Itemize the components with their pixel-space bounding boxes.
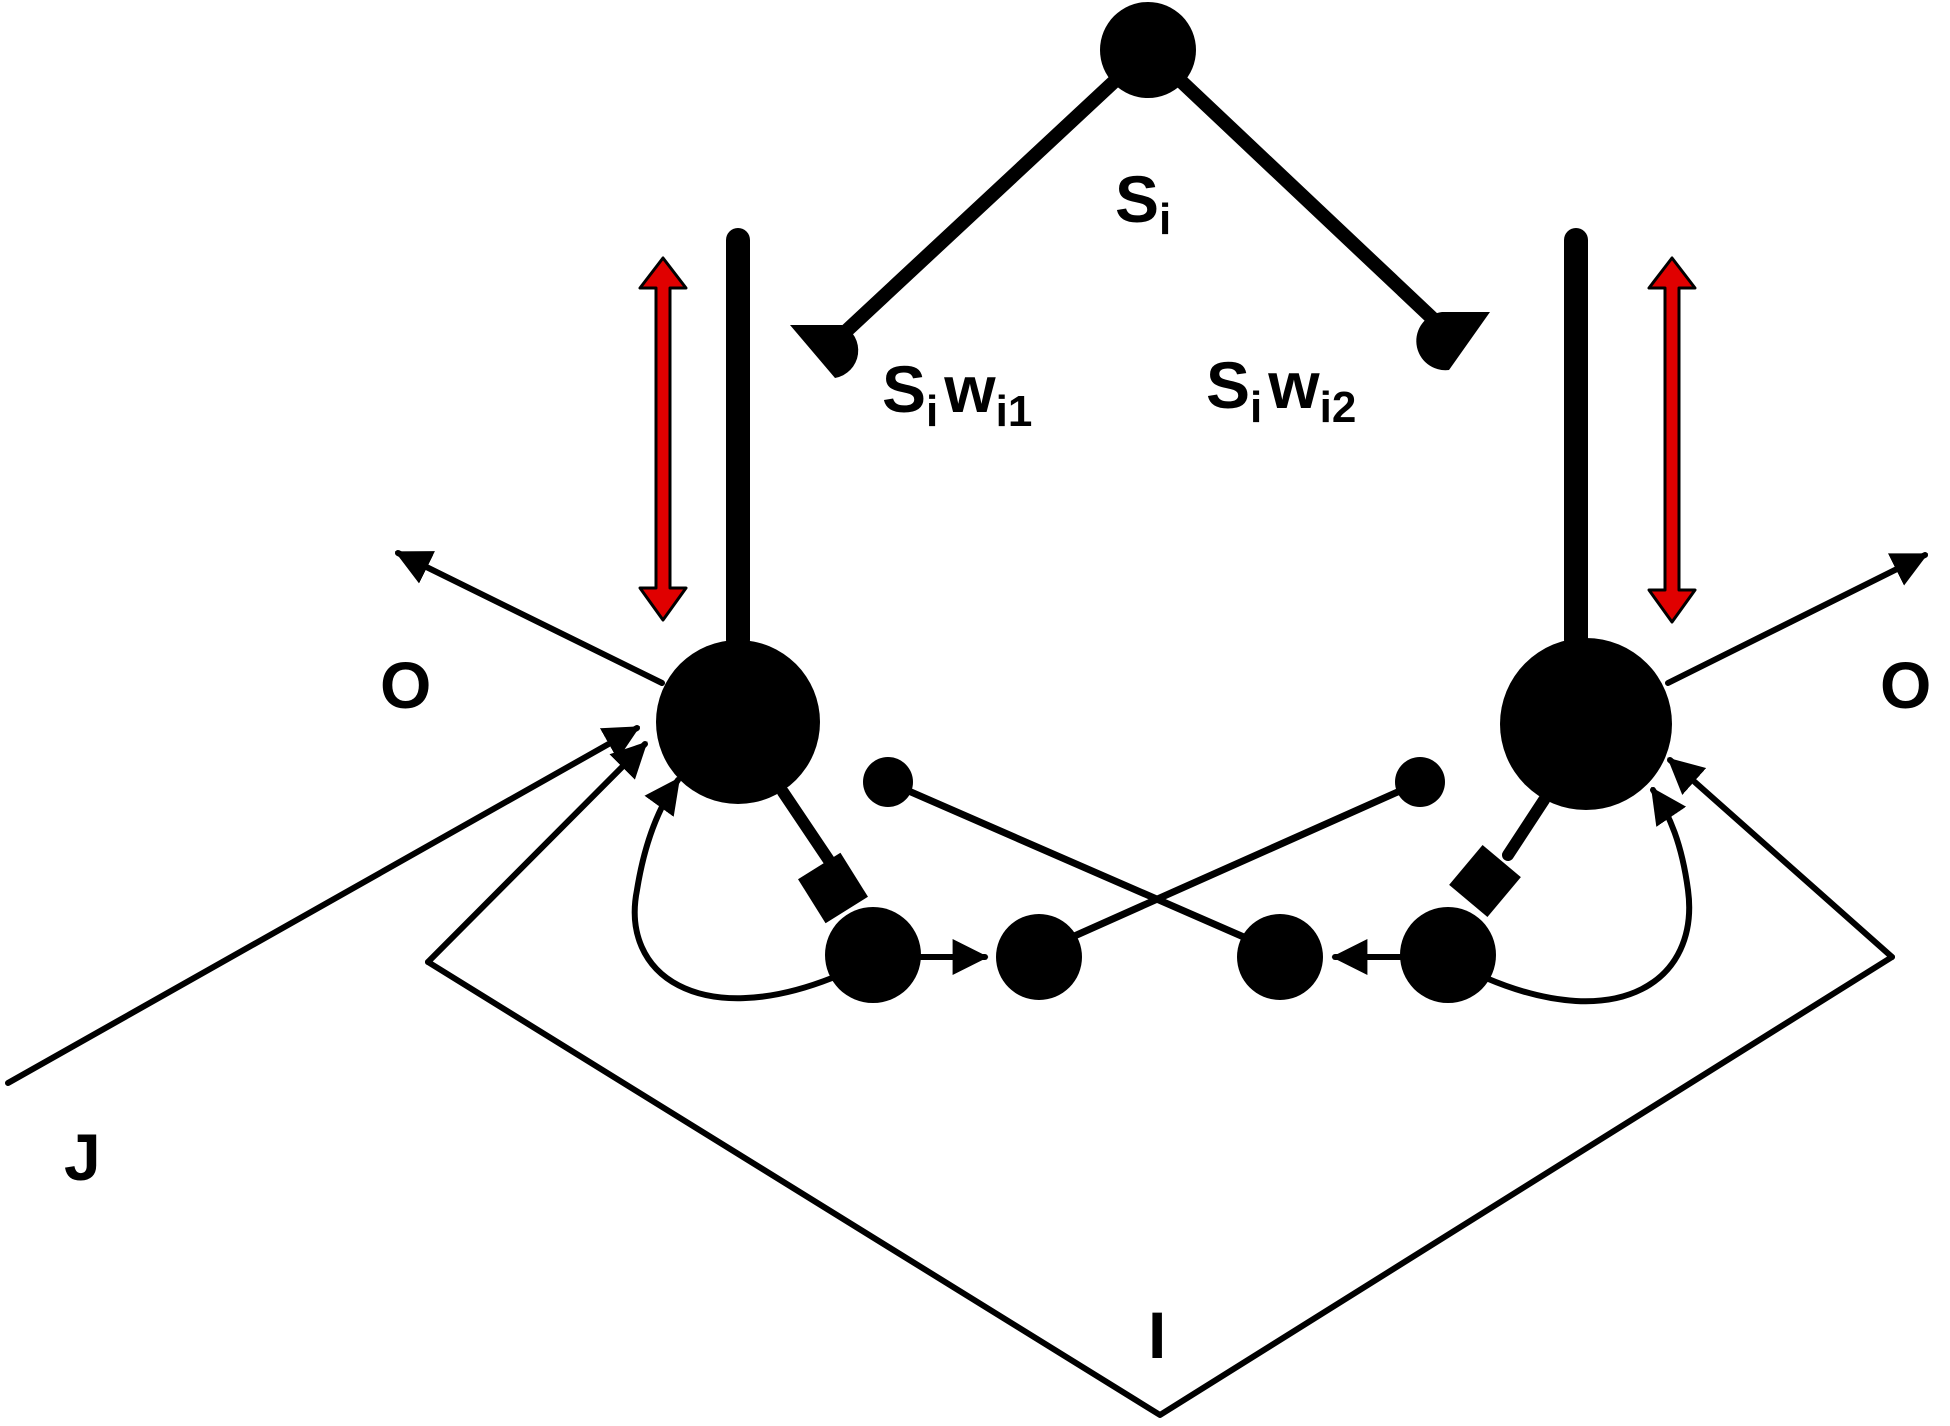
cross-node-left — [863, 757, 913, 807]
right-neuron-group — [1237, 228, 1929, 1005]
left-red-double-arrow — [638, 256, 688, 622]
left-inhibitory-synapse — [798, 852, 868, 924]
label-s-i-w-i2: Siwi2 — [1206, 348, 1356, 432]
label-s-i: Si — [1115, 162, 1171, 244]
label-s-i-w-i1: Siwi1 — [882, 352, 1032, 436]
right-red-double-arrow — [1647, 256, 1697, 624]
left-to-inhibitory-line — [777, 786, 836, 868]
right-target-node — [1237, 914, 1323, 1000]
label-j: J — [64, 1120, 101, 1194]
left-neuron-group — [5, 228, 1082, 1086]
right-to-inhibitory-line — [1502, 794, 1550, 861]
left-output-arrow — [394, 550, 665, 686]
i-input-left-arrow — [425, 741, 648, 965]
right-interneuron — [1400, 907, 1496, 1003]
label-i: I — [1148, 1298, 1166, 1372]
synapse-terminal-left — [790, 325, 859, 378]
input-node-s — [790, 2, 1490, 378]
cross-line-right-to-left — [1066, 778, 1424, 942]
branch-to-right — [1141, 43, 1457, 342]
right-inhibitory-synapse — [1449, 845, 1521, 917]
right-principal-neuron — [1500, 638, 1672, 810]
synapse-terminal-right — [1416, 312, 1490, 371]
i-input-v-shape — [425, 954, 1895, 1418]
j-input-arrow — [5, 725, 641, 1086]
left-principal-neuron — [656, 640, 820, 804]
source-node-s — [1100, 2, 1196, 98]
left-feedback-loop — [631, 777, 835, 1002]
cross-node-right — [1395, 757, 1445, 807]
i-input-right-arrow — [1667, 757, 1895, 960]
left-target-node — [996, 914, 1082, 1000]
right-feedback-loop — [1483, 787, 1693, 1005]
branch-to-left — [835, 43, 1155, 342]
cross-connections — [863, 757, 1445, 942]
label-o-left: O — [380, 648, 431, 722]
label-o-right: O — [1880, 648, 1931, 722]
cross-line-left-to-right — [884, 778, 1250, 942]
right-output-arrow — [1665, 552, 1929, 686]
left-interneuron — [825, 907, 921, 1003]
